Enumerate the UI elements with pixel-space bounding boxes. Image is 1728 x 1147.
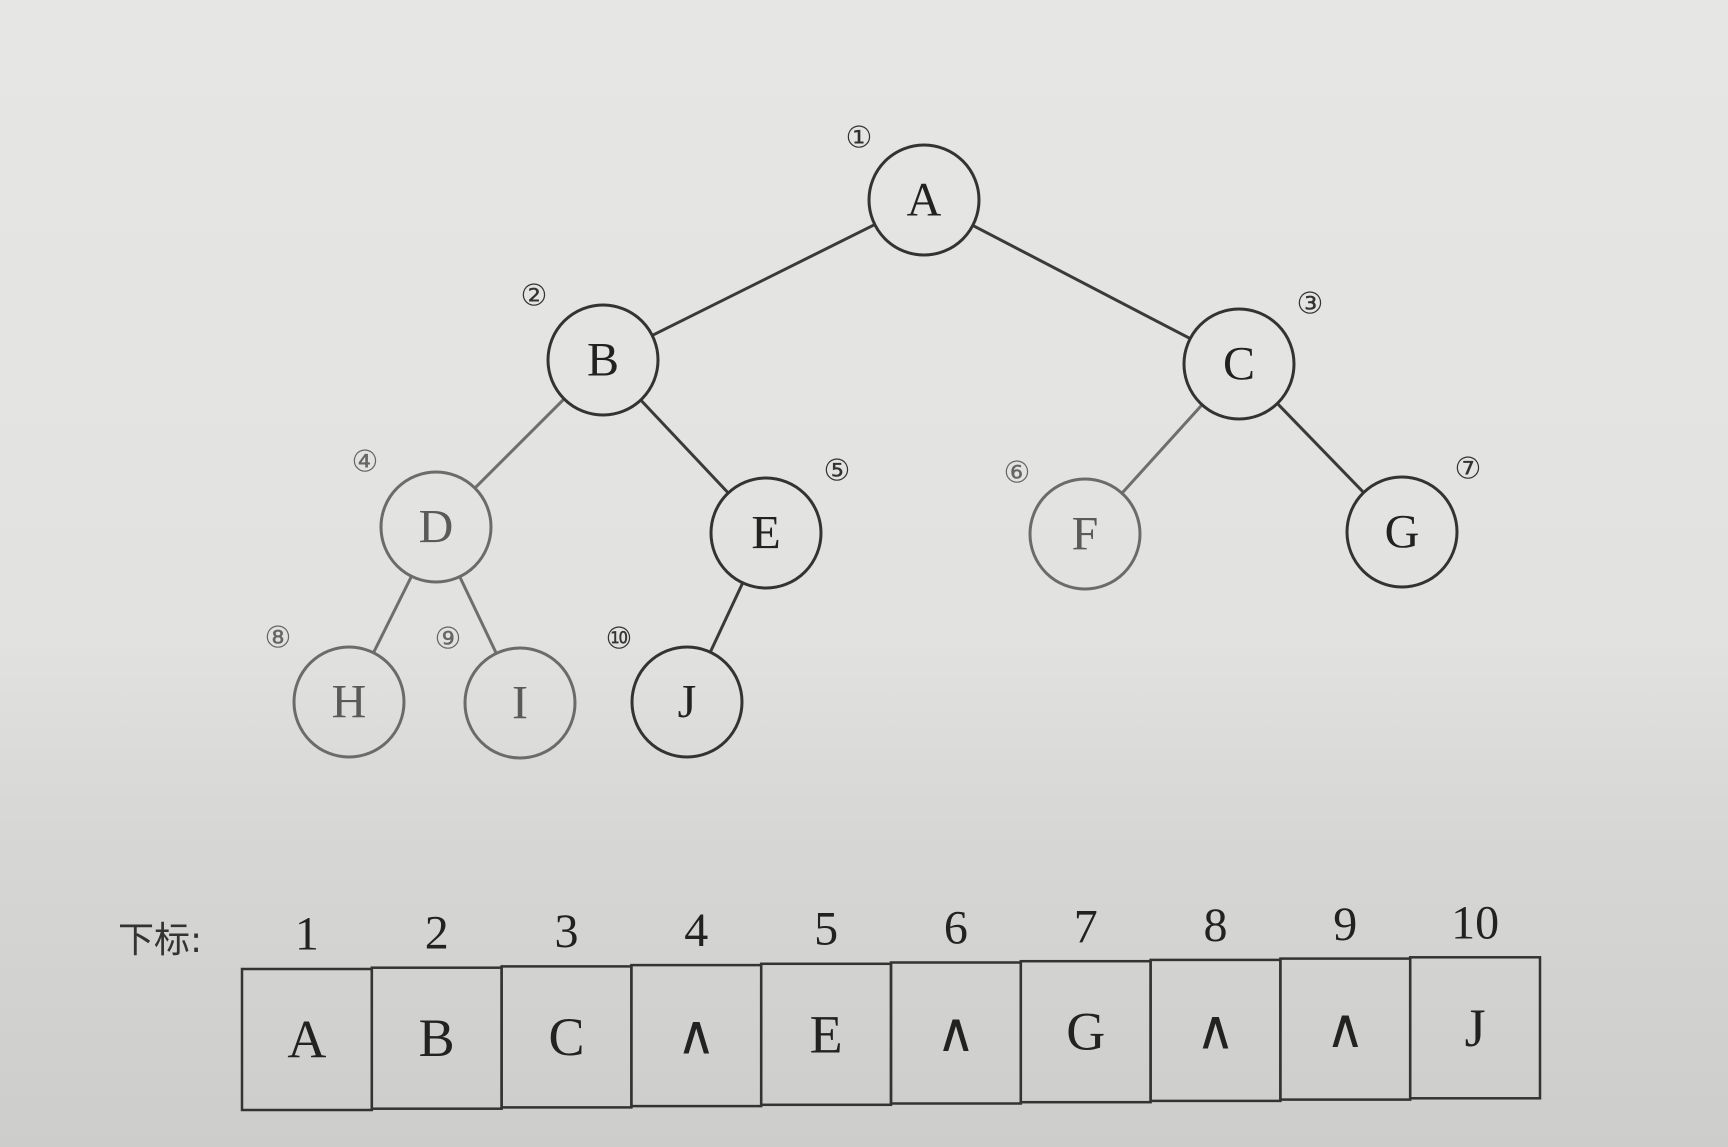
tree-node-h: H⑧ xyxy=(265,622,406,759)
array-index: 2 xyxy=(425,906,449,959)
node-label: H xyxy=(332,676,367,729)
array-index: 4 xyxy=(684,904,708,957)
node-circle xyxy=(1182,307,1296,421)
edge-B-E xyxy=(639,399,730,494)
array-cell: ∧ xyxy=(1149,958,1282,1103)
node-number: ⑥ xyxy=(1004,457,1031,490)
array-cell: ∧ xyxy=(889,961,1023,1105)
tree-node-f: F⑥ xyxy=(1004,457,1142,591)
array-cell-value: ∧ xyxy=(936,1003,976,1063)
array-caption: 下标: xyxy=(118,920,202,961)
array-cell: B xyxy=(370,966,503,1110)
edge-B-D xyxy=(473,397,566,490)
node-label: B xyxy=(587,334,619,387)
array-indices: 1 2 3 4 5 6 7 8 9 10 xyxy=(295,897,1499,961)
array-cell-value: ∧ xyxy=(1326,999,1366,1059)
array-index: 10 xyxy=(1451,897,1499,950)
array-cell: J xyxy=(1408,956,1542,1100)
node-circle xyxy=(546,303,660,417)
tree-node-g: G⑦ xyxy=(1345,453,1482,589)
tree-node-i: I⑨ xyxy=(435,623,577,760)
node-label: A xyxy=(907,174,942,227)
node-circle xyxy=(1028,477,1142,591)
node-label: E xyxy=(751,507,780,560)
array-cell: C xyxy=(500,965,633,1109)
array-cell-value: E xyxy=(810,1004,843,1064)
tree-node-j: J⑩ xyxy=(606,623,744,759)
array-cell-value: ∧ xyxy=(677,1006,717,1066)
node-number: ⑩ xyxy=(606,623,633,656)
node-circle xyxy=(867,143,981,257)
node-label: C xyxy=(1223,338,1255,391)
edge-D-H xyxy=(372,575,413,654)
tree-node-b: B② xyxy=(521,280,660,417)
node-label: D xyxy=(419,501,454,554)
node-number: ⑤ xyxy=(824,455,851,488)
array-index: 6 xyxy=(944,902,968,955)
edge-E-J xyxy=(708,582,745,653)
node-label: G xyxy=(1385,506,1420,559)
node-number: ② xyxy=(521,280,548,313)
array-cell-value: ∧ xyxy=(1196,1000,1236,1060)
node-circle xyxy=(630,645,744,759)
tree-node-e: E⑤ xyxy=(709,455,851,590)
array-index: 9 xyxy=(1333,898,1357,951)
array-cell: ∧ xyxy=(630,963,763,1108)
node-number: ⑨ xyxy=(435,623,462,656)
node-number: ④ xyxy=(352,446,379,479)
array-index: 8 xyxy=(1204,899,1228,952)
array-cell-value: C xyxy=(548,1007,584,1067)
array-index: 3 xyxy=(555,905,579,958)
node-number: ⑧ xyxy=(265,622,292,655)
edge-C-F xyxy=(1120,403,1204,495)
node-circle xyxy=(463,646,577,760)
tree-node-d: D④ xyxy=(352,446,493,584)
array-index: 5 xyxy=(814,903,838,956)
tree-node-c: C③ xyxy=(1182,288,1324,421)
array-cell: A xyxy=(240,967,374,1112)
node-circle xyxy=(292,645,406,759)
node-number: ③ xyxy=(1297,288,1324,321)
node-number: ⑦ xyxy=(1455,453,1482,486)
array-cell-value: A xyxy=(287,1010,326,1070)
array-cell-value: B xyxy=(419,1008,455,1068)
edge-A-B xyxy=(651,223,876,337)
node-circle xyxy=(1345,475,1459,589)
array-cell: E xyxy=(759,962,893,1107)
node-number: ① xyxy=(846,122,873,155)
array-cell-box xyxy=(1408,956,1542,1100)
array-cell: ∧ xyxy=(1279,957,1412,1101)
node-label: F xyxy=(1072,508,1099,561)
edge-D-I xyxy=(458,575,498,655)
node-label: J xyxy=(678,676,697,729)
array-index: 7 xyxy=(1074,900,1098,953)
array-cell: G xyxy=(1019,959,1152,1104)
node-label: I xyxy=(512,677,528,730)
node-circle xyxy=(709,476,823,590)
array-cells: A B C ∧ E ∧ G ∧ ∧ J xyxy=(240,956,1542,1112)
tree-node-a: A① xyxy=(846,122,981,257)
array-index: 1 xyxy=(295,908,319,961)
node-circle xyxy=(379,470,493,584)
tree-edges xyxy=(372,223,1365,655)
edge-A-C xyxy=(972,224,1191,340)
array-cell-value: J xyxy=(1465,998,1486,1058)
array-cell-value: G xyxy=(1066,1002,1105,1062)
edge-C-G xyxy=(1276,402,1365,494)
